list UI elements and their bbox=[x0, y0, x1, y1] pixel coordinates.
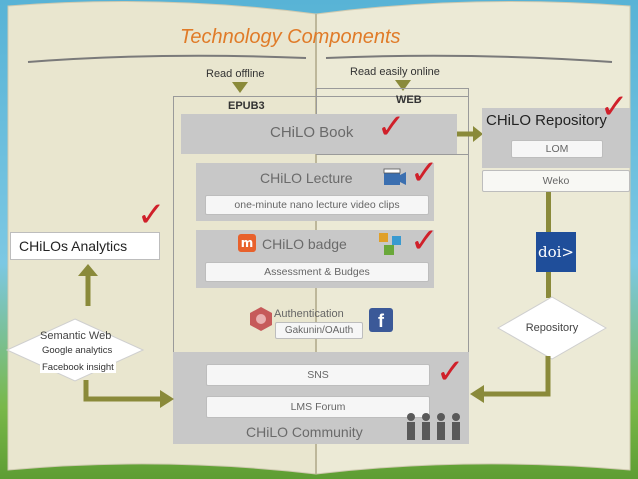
facebook-insight-label: Facebook insight bbox=[40, 362, 116, 373]
repository-diamond bbox=[497, 296, 607, 360]
facebook-icon: f bbox=[369, 308, 393, 332]
online-down-arrow-icon bbox=[395, 80, 411, 91]
book-to-repository-arrow-icon bbox=[457, 126, 483, 142]
sns-pill: SNS bbox=[206, 364, 430, 386]
chilo-repository-title: CHiLO Repository bbox=[486, 112, 607, 129]
chilo-book-title: CHiLO Book bbox=[270, 124, 354, 141]
community-check-icon: ✓ bbox=[436, 352, 465, 392]
semantic-web-label: Semantic Web bbox=[40, 330, 112, 342]
lecture-check-icon: ✓ bbox=[410, 153, 439, 193]
lecture-caption: one-minute nano lecture video clips bbox=[205, 195, 429, 215]
chilo-community-title: CHiLO Community bbox=[246, 424, 363, 440]
doi-logo: doi> bbox=[536, 232, 576, 272]
authentication-caption: Gakunin/OAuth bbox=[275, 322, 363, 339]
chilo-lecture-title: CHiLO Lecture bbox=[260, 170, 353, 186]
badge-cubes-icon bbox=[379, 233, 401, 255]
lms-forum-pill: LMS Forum bbox=[206, 396, 430, 418]
repository-diamond-label: Repository bbox=[525, 322, 579, 334]
badge-caption: Assessment & Budges bbox=[205, 262, 429, 282]
community-to-analytics-arrow-icon bbox=[83, 380, 174, 408]
people-group-icon bbox=[407, 413, 460, 440]
chilos-analytics-box: CHiLOs Analytics bbox=[10, 232, 160, 260]
book-check-icon: ✓ bbox=[377, 107, 406, 147]
offline-down-arrow-icon bbox=[232, 82, 248, 93]
lom-pill: LOM bbox=[511, 140, 603, 158]
to-analytics-up-arrow-icon bbox=[78, 264, 98, 306]
web-label: WEB bbox=[396, 94, 422, 106]
chilo-repository-panel bbox=[482, 108, 630, 168]
badge-check-icon: ✓ bbox=[410, 221, 439, 261]
chilo-book-bar bbox=[181, 114, 457, 154]
analytics-check-icon: ✓ bbox=[137, 195, 166, 235]
google-analytics-label: Google analytics bbox=[40, 345, 115, 356]
repository-check-icon: ✓ bbox=[600, 87, 629, 127]
weko-doi-connector bbox=[546, 192, 551, 232]
authentication-badge-icon bbox=[250, 307, 272, 331]
video-clip-icon bbox=[383, 168, 406, 185]
epub3-label: EPUB3 bbox=[228, 100, 265, 112]
repository-to-community-arrow-icon bbox=[470, 356, 551, 403]
read-online-label: Read easily online bbox=[350, 66, 440, 78]
read-offline-label: Read offline bbox=[206, 68, 265, 80]
authentication-title: Authentication bbox=[274, 308, 344, 320]
doi-repository-connector bbox=[546, 272, 551, 298]
diagram-title: Technology Components bbox=[180, 26, 401, 48]
weko-pill: Weko bbox=[482, 170, 630, 192]
chilo-badge-title: CHiLO badge bbox=[262, 236, 347, 252]
moodle-icon: m bbox=[238, 234, 256, 252]
